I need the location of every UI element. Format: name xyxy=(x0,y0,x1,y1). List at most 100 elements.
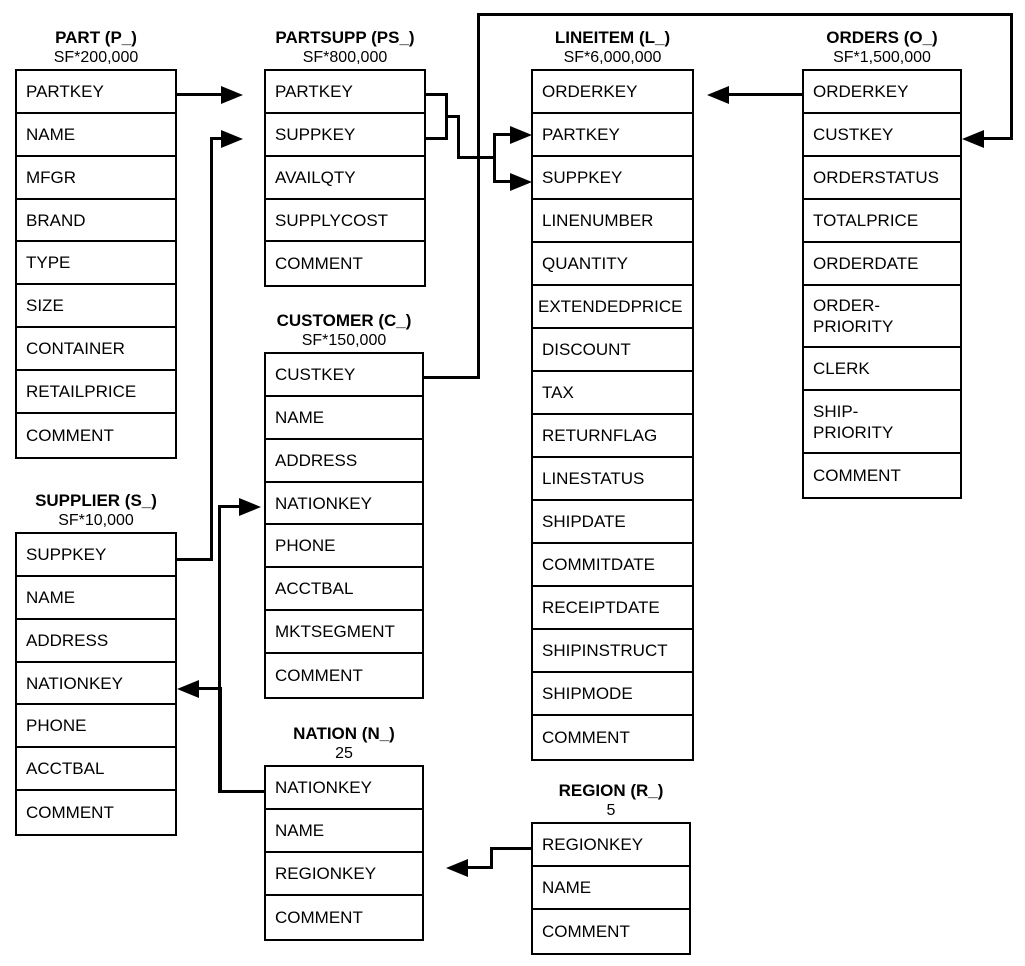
field-supplier-nationkey: NATIONKEY xyxy=(17,663,175,705)
table-nation-title: NATION (N_) xyxy=(293,724,395,743)
table-partsupp: PARTSUPP (PS_) SF*800,000 PARTKEY SUPPKE… xyxy=(264,28,426,287)
table-customer-box: CUSTKEY NAME ADDRESS NATIONKEY PHONE ACC… xyxy=(264,352,424,699)
field-region-comment: COMMENT xyxy=(542,922,630,941)
connector-part-to-partsupp-line xyxy=(177,93,221,96)
field-region-name: NAME xyxy=(533,867,689,910)
field-lineitem-shipinstruct: SHIPINSTRUCT xyxy=(533,630,692,673)
field-part-partkey: PARTKEY xyxy=(17,71,175,114)
field-part-name: NAME xyxy=(17,114,175,157)
connector-partsupp-bracket-h-bot xyxy=(426,137,448,140)
field-lineitem-discount: DISCOUNT xyxy=(533,329,692,372)
table-customer-cardinality: SF*150,000 xyxy=(301,332,387,349)
table-lineitem-box: ORDERKEY PARTKEY SUPPKEY LINENUMBER QUAN… xyxy=(531,69,694,761)
field-supplier-name: NAME xyxy=(17,577,175,620)
field-part-comment: COMMENT xyxy=(26,426,114,445)
table-nation: NATION (N_) 25 NATIONKEY NAME REGIONKEY … xyxy=(264,724,424,941)
field-lineitem-shipdate: SHIPDATE xyxy=(533,501,692,544)
connector-supplier-to-partsupp-h1 xyxy=(177,558,213,561)
connector-customer-to-orders-v2 xyxy=(1010,13,1013,139)
field-orders-orderstatus: ORDERSTATUS xyxy=(804,157,960,200)
table-customer-title: CUSTOMER (C_) xyxy=(276,311,412,330)
connector-nation-to-supplier-h2 xyxy=(199,687,222,690)
field-customer-acctbal: ACCTBAL xyxy=(266,568,422,611)
field-supplier-suppkey: SUPPKEY xyxy=(17,534,175,577)
table-supplier: SUPPLIER (S_) SF*10,000 SUPPKEY NAME ADD… xyxy=(15,491,177,836)
field-lineitem-returnflag: RETURNFLAG xyxy=(533,415,692,458)
field-customer-comment: COMMENT xyxy=(275,666,363,685)
field-partsupp-partkey: PARTKEY xyxy=(266,71,424,114)
table-supplier-title: SUPPLIER (S_) xyxy=(35,491,157,510)
field-customer-nationkey: NATIONKEY xyxy=(266,483,422,525)
field-region-regionkey: REGIONKEY xyxy=(533,824,689,867)
field-part-mfgr: MFGR xyxy=(17,157,175,200)
field-customer-custkey: CUSTKEY xyxy=(266,354,422,397)
field-partsupp-availqty: AVAILQTY xyxy=(266,157,424,200)
connector-region-to-nation-arrow xyxy=(446,859,468,877)
connector-nation-to-customer-v xyxy=(218,505,221,793)
connector-customer-to-orders-h1 xyxy=(424,376,480,379)
connector-partsupp-to-lineitem-partkey-h xyxy=(493,133,512,136)
table-part: PART (P_) SF*200,000 PARTKEY NAME MFGR B… xyxy=(15,28,177,459)
table-partsupp-box: PARTKEY SUPPKEY AVAILQTY SUPPLYCOST COMM… xyxy=(264,69,426,287)
table-lineitem: LINEITEM (L_) SF*6,000,000 ORDERKEY PART… xyxy=(531,28,694,761)
field-orders-clerk: CLERK xyxy=(804,348,960,391)
field-customer-phone: PHONE xyxy=(266,525,422,568)
table-orders-title: ORDERS (O_) xyxy=(826,28,938,47)
table-orders: ORDERS (O_) SF*1,500,000 ORDERKEY CUSTKE… xyxy=(802,28,962,499)
table-orders-cardinality: SF*1,500,000 xyxy=(833,49,931,66)
table-nation-box: NATIONKEY NAME REGIONKEY COMMENT xyxy=(264,765,424,941)
table-partsupp-title: PARTSUPP (PS_) xyxy=(275,28,415,47)
connector-partsupp-join-h2 xyxy=(457,156,496,159)
table-part-title: PART (P_) xyxy=(55,28,137,47)
field-lineitem-commitdate: COMMITDATE xyxy=(533,544,692,587)
table-region-cardinality: 5 xyxy=(606,802,616,819)
field-nation-nationkey: NATIONKEY xyxy=(266,767,422,810)
field-lineitem-receiptdate: RECEIPTDATE xyxy=(533,587,692,630)
field-customer-mktsegment: MKTSEGMENT xyxy=(266,611,422,654)
connector-partsupp-to-lineitem-suppkey-arrow xyxy=(510,173,532,191)
field-nation-comment: COMMENT xyxy=(275,908,363,927)
connector-partsupp-to-lineitem-suppkey-h xyxy=(493,180,512,183)
field-orders-custkey: CUSTKEY xyxy=(804,114,960,157)
field-supplier-acctbal: ACCTBAL xyxy=(17,748,175,791)
field-partsupp-suppkey: SUPPKEY xyxy=(266,114,424,157)
connector-customer-to-orders-arrow xyxy=(962,130,984,148)
field-orders-shippriority: SHIP- PRIORITY xyxy=(804,391,960,454)
field-lineitem-orderkey: ORDERKEY xyxy=(533,71,692,114)
table-lineitem-title: LINEITEM (L_) xyxy=(554,28,671,47)
connector-customer-to-orders-h3 xyxy=(984,137,1013,140)
field-partsupp-comment: COMMENT xyxy=(275,254,363,273)
field-part-size: SIZE xyxy=(17,285,175,328)
field-orders-orderkey: ORDERKEY xyxy=(804,71,960,114)
connector-orders-to-lineitem-line xyxy=(729,93,802,96)
connector-nation-to-customer-arrow xyxy=(239,498,261,516)
connector-nation-to-supplier-h1 xyxy=(219,790,265,793)
field-lineitem-quantity: QUANTITY xyxy=(533,243,692,286)
table-region-title: REGION (R_) xyxy=(558,781,664,800)
field-lineitem-tax: TAX xyxy=(533,372,692,415)
connector-nation-to-supplier-arrow xyxy=(177,680,199,698)
table-supplier-cardinality: SF*10,000 xyxy=(58,512,134,529)
field-lineitem-linestatus: LINESTATUS xyxy=(533,458,692,501)
connector-orders-to-lineitem-arrow xyxy=(707,86,729,104)
connector-partsupp-split-v xyxy=(493,133,496,183)
field-orders-totalprice: TOTALPRICE xyxy=(804,200,960,243)
connector-customer-to-orders-v1 xyxy=(477,13,480,379)
field-lineitem-shipmode: SHIPMODE xyxy=(533,673,692,716)
connector-partsupp-to-lineitem-partkey-arrow xyxy=(510,126,532,144)
connector-region-to-nation-h2 xyxy=(468,866,493,869)
connector-customer-to-orders-h2 xyxy=(477,13,1013,16)
connector-partsupp-join-v xyxy=(457,115,460,159)
field-part-brand: BRAND xyxy=(17,200,175,242)
field-nation-regionkey: REGIONKEY xyxy=(266,853,422,896)
field-lineitem-extendedprice: EXTENDEDPRICE xyxy=(533,286,692,329)
field-part-container: CONTAINER xyxy=(17,328,175,371)
field-part-type: TYPE xyxy=(17,242,175,285)
table-lineitem-cardinality: SF*6,000,000 xyxy=(563,49,662,66)
table-region: REGION (R_) 5 REGIONKEY NAME COMMENT xyxy=(531,781,691,955)
field-partsupp-supplycost: SUPPLYCOST xyxy=(266,200,424,242)
connector-region-to-nation-h1 xyxy=(490,847,531,850)
field-supplier-address: ADDRESS xyxy=(17,620,175,663)
field-lineitem-suppkey: SUPPKEY xyxy=(533,157,692,200)
